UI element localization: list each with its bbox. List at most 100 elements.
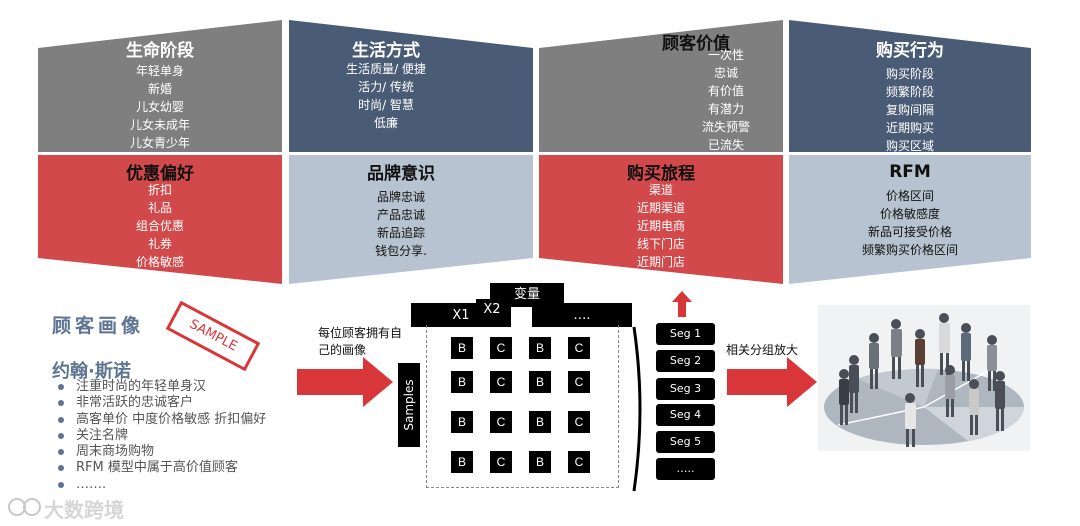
panel-title: RFM (889, 162, 931, 182)
persona-bullets: 注重时尚的年轻单身汉 非常活跃的忠诚客户 高客单价 中度价格敏感 折扣偏好 关注… (58, 379, 266, 493)
panel-items: 渠道 近期渠道 近期电商 线下门店 近期门店 (539, 181, 783, 271)
segment-item: Seg 5 (656, 431, 715, 453)
matrix-cell: C (568, 411, 590, 433)
matrix-cell: B (529, 337, 551, 359)
matrix-cell: C (568, 371, 590, 393)
right-arrow-icon (727, 357, 817, 407)
persona-heading: 顾客画像 (52, 315, 145, 337)
panel-item: 价格敏感度 (879, 207, 940, 221)
matrix-cell: C (490, 451, 512, 473)
panel-item: 已流失 (707, 138, 744, 152)
segment-item: Seg 3 (656, 378, 715, 400)
panel-discount: 优惠偏好 折扣 礼品 组合优惠 礼券 价格敏感 (38, 155, 282, 284)
segment-item: ….. (656, 458, 715, 480)
panel-shape (38, 20, 282, 152)
matrix-cell: B (451, 411, 473, 433)
panel-item: 儿女青少年 (129, 136, 190, 150)
panel-item: 生活质量/ 便捷 (346, 62, 426, 76)
arrow1-label: 每位顾客拥有自己的画像 (318, 326, 403, 357)
matrix-cell: C (568, 451, 590, 473)
panel-item: 产品忠诚 (376, 208, 425, 222)
panel-items: 价格区间 价格敏感度 新品可接受价格 频繁购买价格区间 (789, 187, 1031, 259)
matrix-cell: C (568, 337, 590, 359)
matrix-cell: B (529, 451, 551, 473)
panel-item: 频繁购买价格区间 (861, 243, 958, 257)
panel-shape (38, 155, 282, 284)
panel-shape (789, 155, 1031, 284)
arrow2-label: 相关分组放大 (726, 343, 799, 357)
panel-title: 顾客价值 (662, 34, 730, 54)
panel-item: 购买区域 (885, 139, 934, 153)
panel-item: 新婚 (147, 82, 172, 96)
panel-item: 线下门店 (636, 237, 685, 251)
panel-shape (789, 20, 1031, 152)
panel-item: 渠道 (648, 183, 673, 197)
list-item: RFM 模型中属于高价值顾客 (58, 460, 266, 476)
panel-shape (539, 20, 783, 152)
panel-item: 近期购买 (885, 121, 934, 135)
panel-item: 频繁阶段 (885, 85, 934, 99)
panel-title: 生命阶段 (126, 41, 194, 61)
panel-item: 有潜力 (707, 102, 744, 116)
x2-label: X2 (483, 302, 501, 317)
list-item: 周末商场购物 (58, 444, 266, 460)
people-group-illustration (818, 305, 1030, 451)
list-item: 关注名牌 (58, 428, 266, 444)
panel-shape (539, 155, 783, 284)
matrix-cell: C (490, 411, 512, 433)
x1-label: X1 (452, 308, 470, 323)
samples-label: Samples (402, 379, 416, 431)
panel-item: 品牌忠诚 (376, 190, 425, 204)
panel-item: 活力/ 传统 (358, 80, 414, 94)
x2-tag: X2 (476, 299, 508, 319)
panel-shape (289, 20, 533, 152)
panel-item: 近期电商 (636, 219, 685, 233)
matrix-cell: B (451, 371, 473, 393)
panel-item: 时尚/ 智慧 (358, 98, 414, 112)
panel-value: 顾客价值 一次性 忠诚 有价值 有潜力 流失预警 已流失 (539, 20, 783, 152)
panel-item: 礼券 (147, 237, 172, 251)
sample-stamp: SAMPLE (165, 300, 261, 372)
sample-stamp-text: SAMPLE (186, 316, 240, 355)
matrix-cell: B (529, 411, 551, 433)
matrix-cell: B (529, 371, 551, 393)
panel-item: 折扣 (147, 183, 172, 197)
dots-label: …. (573, 308, 591, 323)
panel-title: 购买行为 (876, 41, 944, 61)
panel-item: 价格区间 (885, 189, 934, 203)
dots-tag: …. (532, 303, 632, 327)
matrix-border (426, 325, 619, 488)
panel-item: 组合优惠 (135, 219, 184, 233)
panel-lifestyle: 生活方式 生活质量/ 便捷 活力/ 传统 时尚/ 智慧 低廉 (289, 20, 533, 152)
panel-item: 儿女幼婴 (135, 100, 184, 114)
matrix-cell: C (490, 371, 512, 393)
right-bracket (632, 326, 642, 492)
watermark-text: 大数跨境 (44, 498, 124, 522)
segment-item: Seg 2 (656, 350, 715, 372)
panel-items: 折扣 礼品 组合优惠 礼券 价格敏感 (38, 181, 282, 271)
panel-item: 年轻单身 (135, 64, 184, 78)
segment-item: Seg 1 (656, 323, 715, 345)
panel-item: 价格敏感 (135, 255, 184, 269)
panel-items: 年轻单身 新婚 儿女幼婴 儿女未成年 儿女青少年 (38, 62, 282, 152)
panel-items: 生活质量/ 便捷 活力/ 传统 时尚/ 智慧 低廉 (239, 60, 533, 132)
panel-shape (289, 155, 533, 284)
panel-items: 购买阶段 频繁阶段 复购间隔 近期购买 购买区域 (789, 65, 1031, 155)
panel-title: 生活方式 (352, 41, 420, 61)
right-arrow-icon (297, 357, 393, 407)
panel-brand: 品牌意识 品牌忠诚 产品忠诚 新品追踪 钱包分享. (289, 155, 533, 284)
panel-item: 儿女未成年 (129, 118, 190, 132)
panel-item: 新品追踪 (376, 226, 425, 240)
panel-behavior: 购买行为 购买阶段 频繁阶段 复购间隔 近期购买 购买区域 (789, 20, 1031, 155)
panel-item: 近期门店 (636, 255, 685, 269)
panel-lifecycle: 生命阶段 年轻单身 新婚 儿女幼婴 儿女未成年 儿女青少年 (38, 20, 282, 152)
persona-name: 约翰·斯诺 (52, 361, 131, 382)
list-item: 注重时尚的年轻单身汉 (58, 379, 266, 395)
panel-item: 复购间隔 (885, 103, 934, 117)
panel-item: 近期渠道 (636, 201, 685, 215)
panel-item: 一次性 (707, 48, 744, 62)
up-arrow-icon (672, 291, 692, 317)
samples-tag: Samples (398, 363, 420, 447)
list-item: ……. (58, 477, 266, 493)
matrix-cell: B (451, 337, 473, 359)
